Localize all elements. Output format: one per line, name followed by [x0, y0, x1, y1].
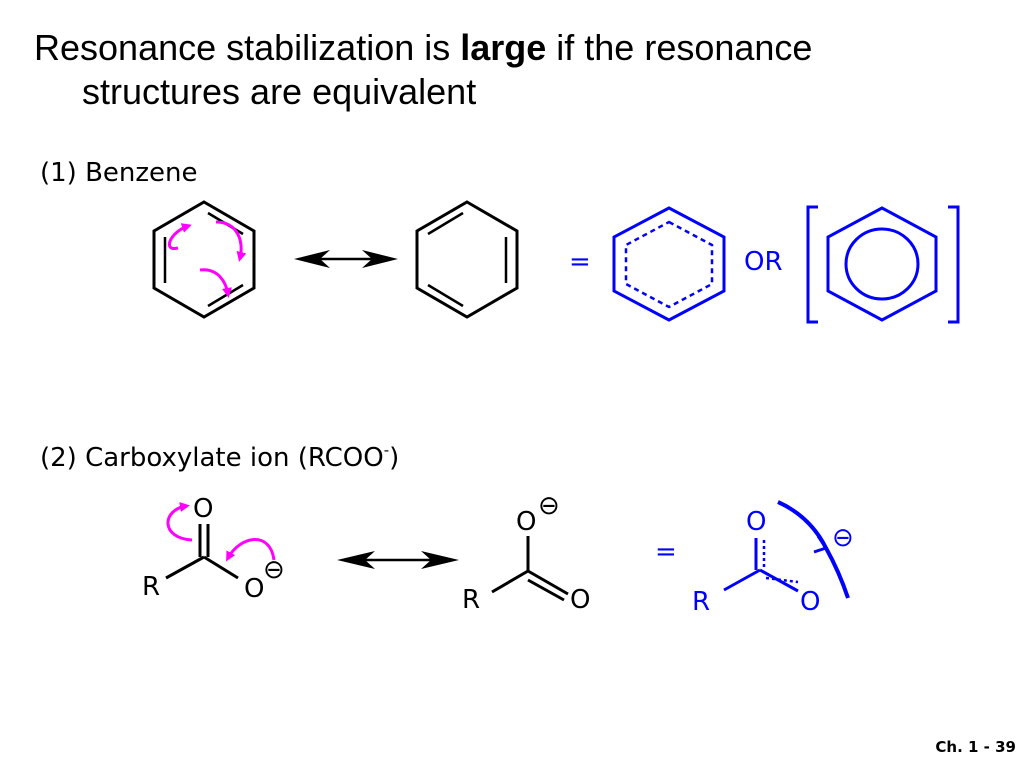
- svg-text:O: O: [193, 494, 213, 524]
- svg-text:O: O: [746, 507, 766, 537]
- svg-text:⊖: ⊖: [832, 523, 854, 553]
- curved-arrow-icon: [166, 502, 276, 562]
- svg-text:⊖: ⊖: [538, 491, 560, 521]
- svg-text:O: O: [570, 585, 590, 615]
- benzene-hybrid-dashed: [612, 206, 726, 322]
- svg-text:R: R: [462, 585, 480, 615]
- or-label: OR: [744, 247, 783, 277]
- equals-sign-benzene: =: [569, 247, 591, 277]
- curved-arrow-icon: [167, 220, 247, 298]
- benzene-kekule-2: [415, 200, 519, 319]
- svg-text:⊖: ⊖: [263, 555, 285, 585]
- benzene-hybrid-circle: [806, 205, 960, 324]
- carboxylate-hybrid: O R O ⊖: [692, 500, 854, 617]
- section-benzene-label: (1) Benzene: [40, 158, 198, 188]
- equals-sign-carboxylate: =: [655, 537, 677, 567]
- resonance-arrow-icon: [294, 250, 398, 268]
- svg-text:R: R: [142, 572, 160, 602]
- svg-text:O: O: [244, 574, 264, 604]
- resonance-arrow-icon: [337, 551, 459, 569]
- slide-number: Ch. 1 - 39: [935, 738, 1016, 756]
- slide-title: Resonance stabilization is large if the …: [34, 27, 813, 112]
- section-carboxylate-label: (2) Carboxylate ion (RCOO-): [40, 441, 400, 473]
- svg-text:O: O: [516, 507, 536, 537]
- carboxylate-structure-2: O ⊖ R O: [462, 491, 590, 615]
- svg-text:R: R: [692, 587, 710, 617]
- benzene-kekule-1: [152, 200, 256, 319]
- carboxylate-structure-1: O R O ⊖: [142, 494, 285, 604]
- svg-text:O: O: [800, 587, 820, 617]
